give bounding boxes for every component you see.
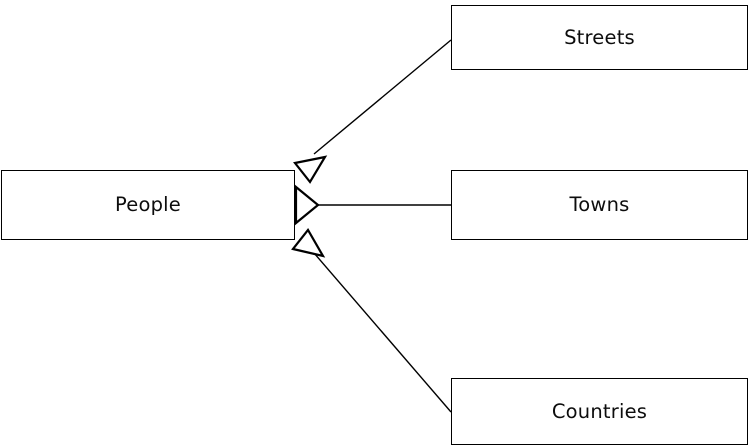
class-node-streets[interactable]: Streets — [451, 5, 748, 70]
class-node-towns-label: Towns — [569, 193, 630, 217]
class-node-countries[interactable]: Countries — [451, 378, 748, 445]
edge-line-people-streets — [313, 39, 452, 155]
arrowhead-hollow-triangle-countries — [291, 228, 326, 258]
edge-line-people-countries — [313, 252, 452, 413]
class-node-people-label: People — [115, 193, 181, 217]
class-node-streets-label: Streets — [564, 25, 635, 49]
class-node-countries-label: Countries — [551, 399, 648, 423]
edge-people-streets[interactable] — [293, 39, 452, 184]
edge-people-towns[interactable] — [294, 184, 451, 226]
class-node-towns[interactable]: Towns — [451, 170, 748, 240]
arrowhead-hollow-triangle-streets — [293, 155, 328, 184]
class-node-people[interactable]: People — [1, 170, 295, 240]
arrowhead-hollow-triangle-towns — [294, 184, 320, 226]
edge-people-countries[interactable] — [291, 228, 452, 413]
